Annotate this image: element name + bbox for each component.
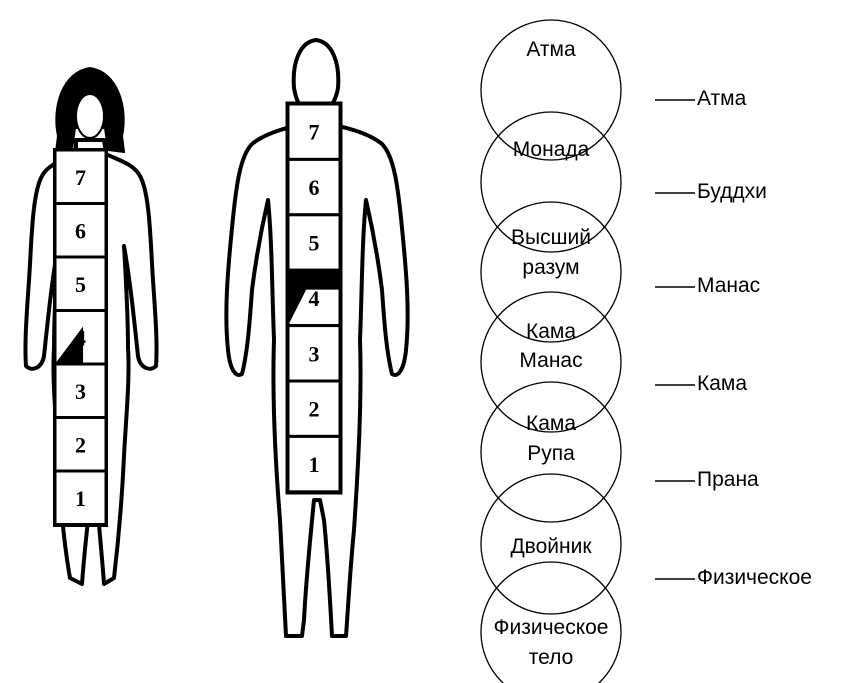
male-segment-number: 5	[309, 231, 320, 256]
side-label: Кама	[697, 372, 747, 395]
female-segment-number: 3	[75, 379, 86, 404]
male-segment-number: 7	[309, 120, 320, 145]
circle-label: разум	[522, 256, 579, 279]
side-label: Физическое	[697, 566, 812, 589]
female-segments: 7 6 5 4 3 2 1	[55, 150, 106, 525]
circle-label: Атма	[526, 38, 576, 61]
side-label: Прана	[697, 468, 759, 491]
side-label: Манас	[697, 274, 760, 297]
circle-label: Рупа	[527, 442, 575, 465]
circle-label: Двойник	[510, 535, 592, 558]
female-segment-number: 7	[75, 165, 86, 190]
male-segment-number: 4	[309, 286, 320, 311]
female-segment-number: 6	[75, 218, 86, 243]
male-segment-number: 2	[309, 397, 320, 422]
circle-chain: АтмаМонадаВысшийразумКамаМанасКамаРупаДв…	[481, 20, 621, 683]
female-figure: 7 6 5 4 3 2 1	[25, 68, 156, 584]
circle-label: тело	[529, 646, 574, 669]
female-face	[76, 94, 104, 138]
circle-label: Кама	[526, 320, 576, 343]
circle-label: Кама	[526, 412, 576, 435]
circle-label: Физическое	[494, 616, 609, 639]
female-segment-number: 1	[75, 486, 86, 511]
circle-label: Высший	[511, 226, 591, 249]
circle-label: Монада	[513, 138, 590, 161]
male-segments: 7 6 5 4 3 2 1	[288, 104, 340, 492]
male-segment-number: 3	[309, 341, 320, 366]
male-figure: 7 6 5 4 3 2 1	[226, 40, 407, 636]
male-segment-number: 6	[309, 175, 320, 200]
female-segment-number: 4	[75, 325, 86, 350]
male-segment-number: 1	[309, 452, 320, 477]
side-label: Буддхи	[697, 180, 767, 203]
female-segment-number: 2	[75, 432, 86, 457]
female-segment-number: 5	[75, 272, 86, 297]
circle-label: Манас	[519, 349, 582, 372]
side-label: Атма	[697, 87, 747, 110]
